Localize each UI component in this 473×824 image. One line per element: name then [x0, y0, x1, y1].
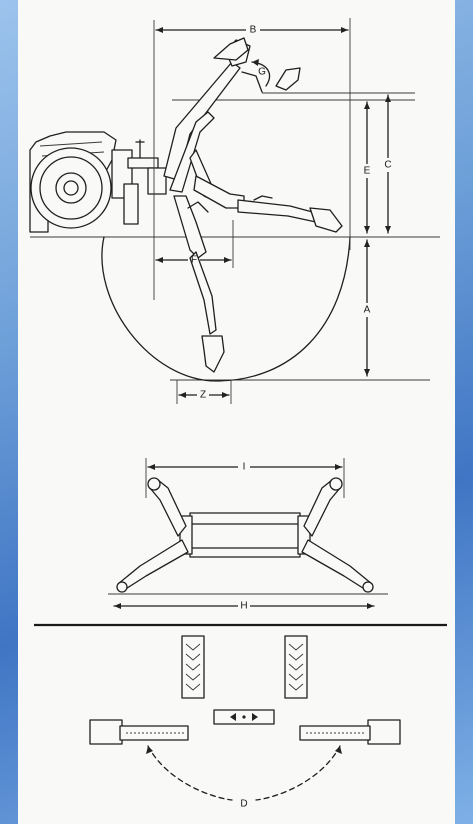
stabilizer-view	[108, 458, 388, 613]
dim-label-D: D	[240, 799, 247, 810]
stabilizer-lower-left	[117, 539, 189, 591]
boom-deep	[173, 195, 225, 373]
bucket-dump-position	[275, 67, 301, 91]
bucket-deep	[201, 335, 225, 373]
plan-view	[89, 635, 401, 801]
dim-label-B: B	[250, 25, 257, 36]
swing-arc-right	[255, 745, 341, 801]
dim-label-G: G	[258, 67, 266, 78]
dim-label-I: I	[243, 462, 246, 473]
digging-envelope	[101, 236, 351, 382]
swing-arc-left	[147, 745, 233, 801]
boom-raised	[163, 37, 301, 181]
bucket-extended	[309, 207, 343, 233]
dim-label-A: A	[364, 305, 371, 316]
stabilizer-lower-right	[301, 539, 373, 591]
tire-right	[284, 635, 308, 699]
stabilizer-frame	[189, 512, 301, 558]
tractor	[29, 131, 167, 233]
rear-wheel	[30, 147, 112, 229]
dim-label-C: C	[384, 160, 391, 171]
dim-label-H: H	[240, 601, 247, 612]
boom-extended	[193, 175, 343, 233]
dim-label-F: F	[191, 255, 197, 266]
dim-label-E: E	[364, 166, 371, 177]
side-view	[29, 18, 440, 404]
dim-label-Z: Z	[200, 390, 206, 401]
tire-left	[181, 635, 205, 699]
